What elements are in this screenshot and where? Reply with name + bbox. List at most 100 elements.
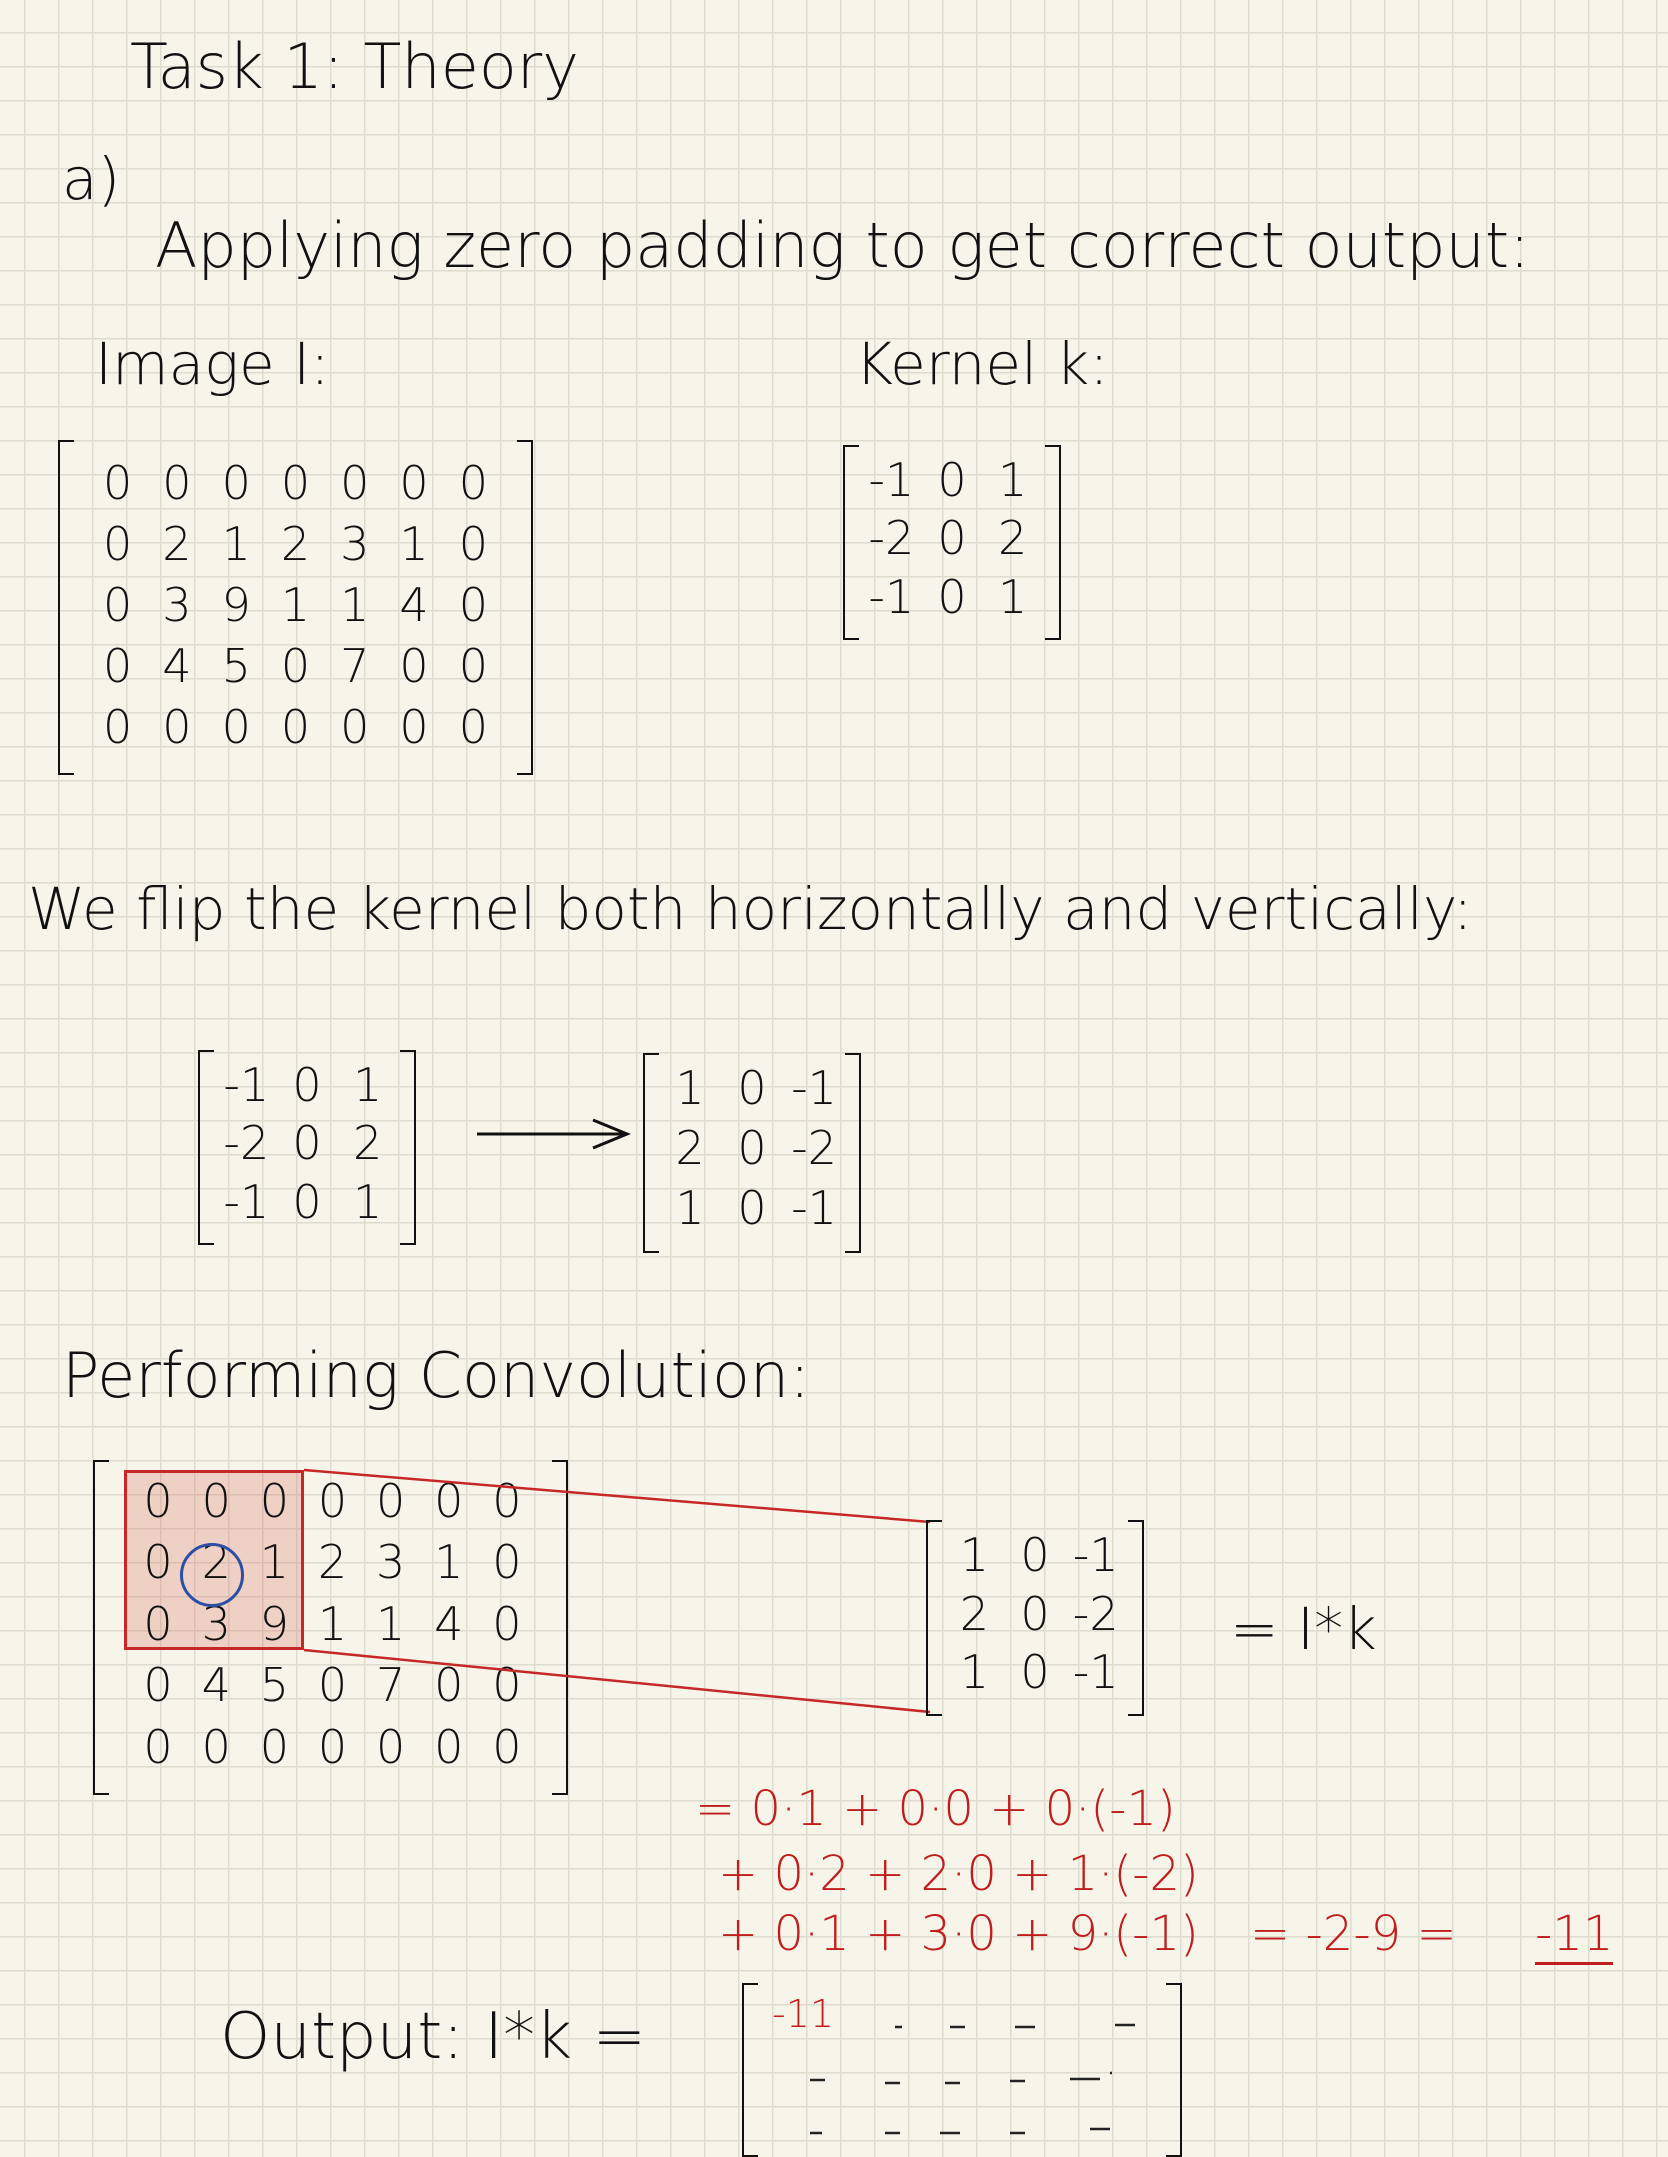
matrix-cell: 1 xyxy=(998,569,1028,624)
output-label: Output: I*k = xyxy=(220,2000,647,2074)
output-first-value: -11 xyxy=(772,1992,835,2036)
matrix-cell: 1 xyxy=(353,1058,383,1112)
calc-tail: = -2-9 = xyxy=(1250,1906,1457,1962)
calc-line-3: + 0·1 + 3·0 + 9·(-1) xyxy=(718,1906,1199,1962)
matrix-cell: 1 xyxy=(434,1535,464,1590)
right-bracket xyxy=(517,440,533,775)
matrix-cell: 0 xyxy=(737,1061,767,1115)
matrix-cell: 0 xyxy=(1020,1645,1050,1700)
image-label: Image I: xyxy=(95,330,330,398)
left-bracket xyxy=(58,440,74,775)
matrix-cell: 0 xyxy=(280,456,311,510)
matrix-cell: 0 xyxy=(492,1658,522,1713)
matrix-cell: 0 xyxy=(937,511,967,566)
matrix-cell: 0 xyxy=(143,1596,173,1651)
page-title: Task 1: Theory xyxy=(130,30,579,103)
matrix-cell: 1 xyxy=(221,517,251,571)
calc-result: -11 xyxy=(1535,1910,1614,1965)
right-bracket xyxy=(1166,1983,1182,2157)
convolution-heading: Performing Convolution: xyxy=(62,1339,811,1412)
right-bracket xyxy=(400,1050,416,1245)
flip-arrow-icon xyxy=(477,1118,631,1150)
matrix-cell: 0 xyxy=(937,453,967,507)
matrix-cell: 0 xyxy=(103,639,133,693)
matrix-cell: -1 xyxy=(791,1061,837,1115)
matrix-cell: 1 xyxy=(998,453,1028,507)
matrix-cell: 1 xyxy=(317,1596,348,1651)
matrix-cell: 5 xyxy=(221,639,251,693)
section-heading: Applying zero padding to get correct out… xyxy=(155,209,1531,282)
right-bracket xyxy=(1045,445,1061,640)
left-bracket xyxy=(198,1050,214,1245)
matrix-cell: 0 xyxy=(162,456,192,510)
matrix-cell: 0 xyxy=(937,569,967,624)
matrix-cell: 1 xyxy=(399,517,429,571)
matrix-cell: 0 xyxy=(458,639,488,693)
right-bracket xyxy=(845,1053,861,1253)
matrix-cell: -1 xyxy=(223,1058,270,1112)
matrix-cell: 0 xyxy=(292,1116,322,1171)
matrix-cell: 2 xyxy=(998,511,1028,566)
matrix-cell: 1 xyxy=(959,1528,989,1582)
matrix-cell: 0 xyxy=(103,700,133,754)
matrix-cell: 3 xyxy=(340,517,370,571)
matrix-cell: 3 xyxy=(162,578,192,632)
matrix-cell: 1 xyxy=(375,1596,406,1651)
matrix-cell: 7 xyxy=(340,639,370,693)
matrix-cell: 0 xyxy=(399,700,429,754)
left-bracket xyxy=(742,1983,758,2157)
matrix-cell: 7 xyxy=(375,1658,406,1713)
part-label: a) xyxy=(62,145,121,213)
matrix-cell: 0 xyxy=(340,700,370,754)
matrix-cell: 2 xyxy=(353,1116,383,1171)
matrix-cell: 0 xyxy=(103,456,133,510)
right-bracket xyxy=(552,1460,568,1795)
flip-text: We flip the kernel both horizontally and… xyxy=(28,875,1473,943)
output-matrix xyxy=(742,1983,1182,2157)
matrix-cell: 0 xyxy=(143,1474,173,1528)
matrix-cell: -1 xyxy=(791,1181,837,1235)
matrix-cell: 0 xyxy=(317,1474,348,1528)
left-bracket xyxy=(926,1520,942,1716)
matrix-cell: -1 xyxy=(868,453,915,507)
matrix-cell: 0 xyxy=(259,1474,289,1528)
matrix-cell: -2 xyxy=(868,511,915,566)
matrix-cell: 0 xyxy=(458,456,488,510)
matrix-cell: 0 xyxy=(317,1658,348,1713)
matrix-cell: 0 xyxy=(103,517,133,571)
matrix-cell: -1 xyxy=(223,1174,270,1229)
matrix-cell: 0 xyxy=(317,1719,348,1774)
matrix-cell: 0 xyxy=(201,1474,231,1528)
matrix-cell: 0 xyxy=(492,1719,522,1774)
matrix-cell: 2 xyxy=(162,517,192,571)
matrix-cell: 0 xyxy=(1020,1528,1050,1582)
matrix-cell: 0 xyxy=(737,1181,767,1235)
matrix-cell: -1 xyxy=(868,569,915,624)
matrix-cell: 2 xyxy=(959,1586,989,1641)
matrix-cell: 0 xyxy=(458,517,488,571)
output-placeholder-dashes xyxy=(810,2023,1135,2135)
center-pixel-circle xyxy=(180,1543,244,1607)
matrix-cell: -2 xyxy=(1072,1586,1119,1641)
matrix-cell: 2 xyxy=(317,1535,348,1590)
matrix-cell: 0 xyxy=(458,700,488,754)
matrix-cell: 0 xyxy=(458,578,488,632)
left-bracket xyxy=(643,1053,659,1253)
matrix-cell: 0 xyxy=(399,639,429,693)
matrix-cell: 1 xyxy=(259,1535,289,1590)
matrix-cell: 0 xyxy=(221,700,251,754)
matrix-cell: 0 xyxy=(143,1719,173,1774)
calc-line-2: + 0·2 + 2·0 + 1·(-2) xyxy=(718,1846,1199,1902)
matrix-cell: 0 xyxy=(143,1535,173,1590)
matrix-cell: 1 xyxy=(280,578,311,632)
matrix-cell: 3 xyxy=(375,1535,406,1590)
matrix-cell: 1 xyxy=(340,578,370,632)
